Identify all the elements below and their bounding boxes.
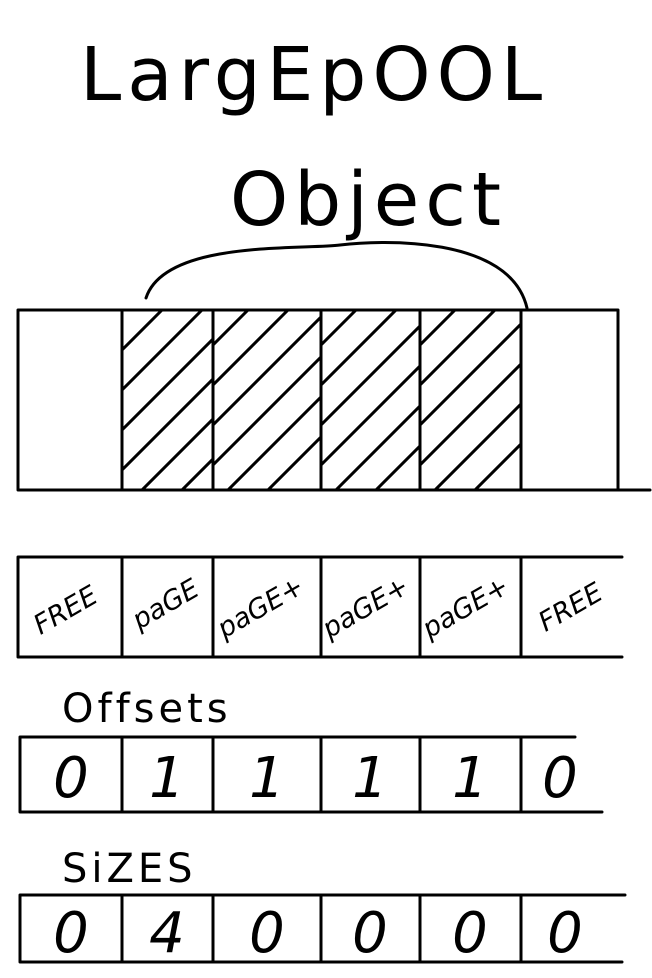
hatch-block-1 (122, 310, 213, 490)
tag-cell-0: FREE (28, 580, 103, 641)
offset-cell-2: 1 (249, 746, 285, 811)
tag-cell-5: FREE (533, 577, 608, 638)
tag-cell-4: paGE+ (416, 571, 514, 645)
offsets-grid (18, 735, 604, 814)
tag-cell-3: paGE+ (316, 571, 414, 645)
blocks-grid (16, 308, 652, 492)
size-cell-1: 4 (149, 901, 185, 966)
offset-cell-5: 0 (542, 746, 578, 811)
size-cell-0: 0 (53, 901, 89, 966)
offsets-row: 0 1 1 1 1 0 (18, 735, 604, 814)
sizes-label: SiZES (62, 846, 197, 892)
offset-cell-0: 0 (53, 746, 89, 811)
size-cell-4: 0 (452, 901, 488, 966)
title-line-2: Object (230, 157, 507, 243)
tags-grid (16, 555, 624, 659)
size-cell-5: 0 (547, 901, 583, 966)
sizes-row: 0 4 0 0 0 0 (18, 893, 627, 966)
page-blocks-row (16, 308, 652, 492)
size-cell-2: 0 (249, 901, 285, 966)
size-cell-3: 0 (352, 901, 388, 966)
title-line-1: LargEpOOL (80, 32, 548, 118)
hatch-block-4 (420, 310, 521, 490)
object-brace (144, 240, 529, 310)
page-tags-row: FREE paGE paGE+ paGE+ paGE+ FREE (16, 555, 624, 659)
hatch-block-2 (213, 310, 321, 490)
tag-cell-2: paGE+ (211, 571, 309, 645)
offset-cell-1: 1 (149, 746, 185, 811)
offsets-label: Offsets (62, 686, 232, 732)
offset-cell-3: 1 (352, 746, 388, 811)
offset-cell-4: 1 (452, 746, 488, 811)
tag-cell-1: paGE (126, 573, 204, 636)
sizes-grid (18, 893, 627, 964)
hatch-block-3 (321, 310, 420, 490)
